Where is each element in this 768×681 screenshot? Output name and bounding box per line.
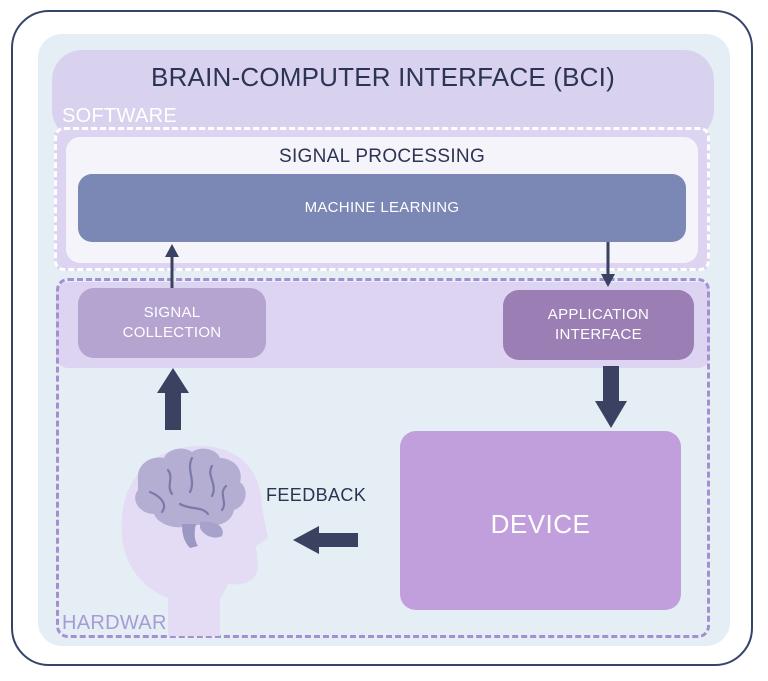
arrow-up-to-machine-learning (165, 244, 179, 288)
feedback-label: FEEDBACK (266, 485, 367, 505)
brain-icon (135, 448, 246, 548)
machine-learning-box (78, 174, 686, 242)
signal-collection-box (78, 288, 266, 358)
signal-collection-line1: SIGNAL (143, 304, 201, 321)
hardware-label: HARDWARE (62, 612, 181, 634)
diagram-title: BRAIN-COMPUTER INTERFACE (BCI) (151, 62, 615, 92)
signal-collection-line2: COLLECTION (122, 324, 222, 341)
signal-collection-label: SIGNAL COLLECTION (78, 303, 266, 343)
hardware-region (56, 278, 710, 638)
arrow-down-to-device (595, 366, 627, 428)
arrow-down-to-application-interface (601, 242, 615, 287)
machine-learning-label: MACHINE LEARNING (304, 199, 460, 216)
device-box (400, 431, 681, 610)
application-interface-line1: APPLICATION (547, 306, 650, 323)
signal-processing-label: SIGNAL PROCESSING (278, 146, 486, 167)
application-interface-label: APPLICATION INTERFACE (503, 305, 694, 345)
application-interface-box (503, 290, 694, 360)
title-panel (52, 50, 714, 140)
feedback-arrow (293, 526, 358, 554)
arrow-up-to-signal-collection (157, 368, 189, 430)
device-label: DEVICE (490, 509, 591, 539)
software-label: SOFTWARE (62, 105, 177, 127)
application-interface-line2: INTERFACE (555, 326, 642, 343)
